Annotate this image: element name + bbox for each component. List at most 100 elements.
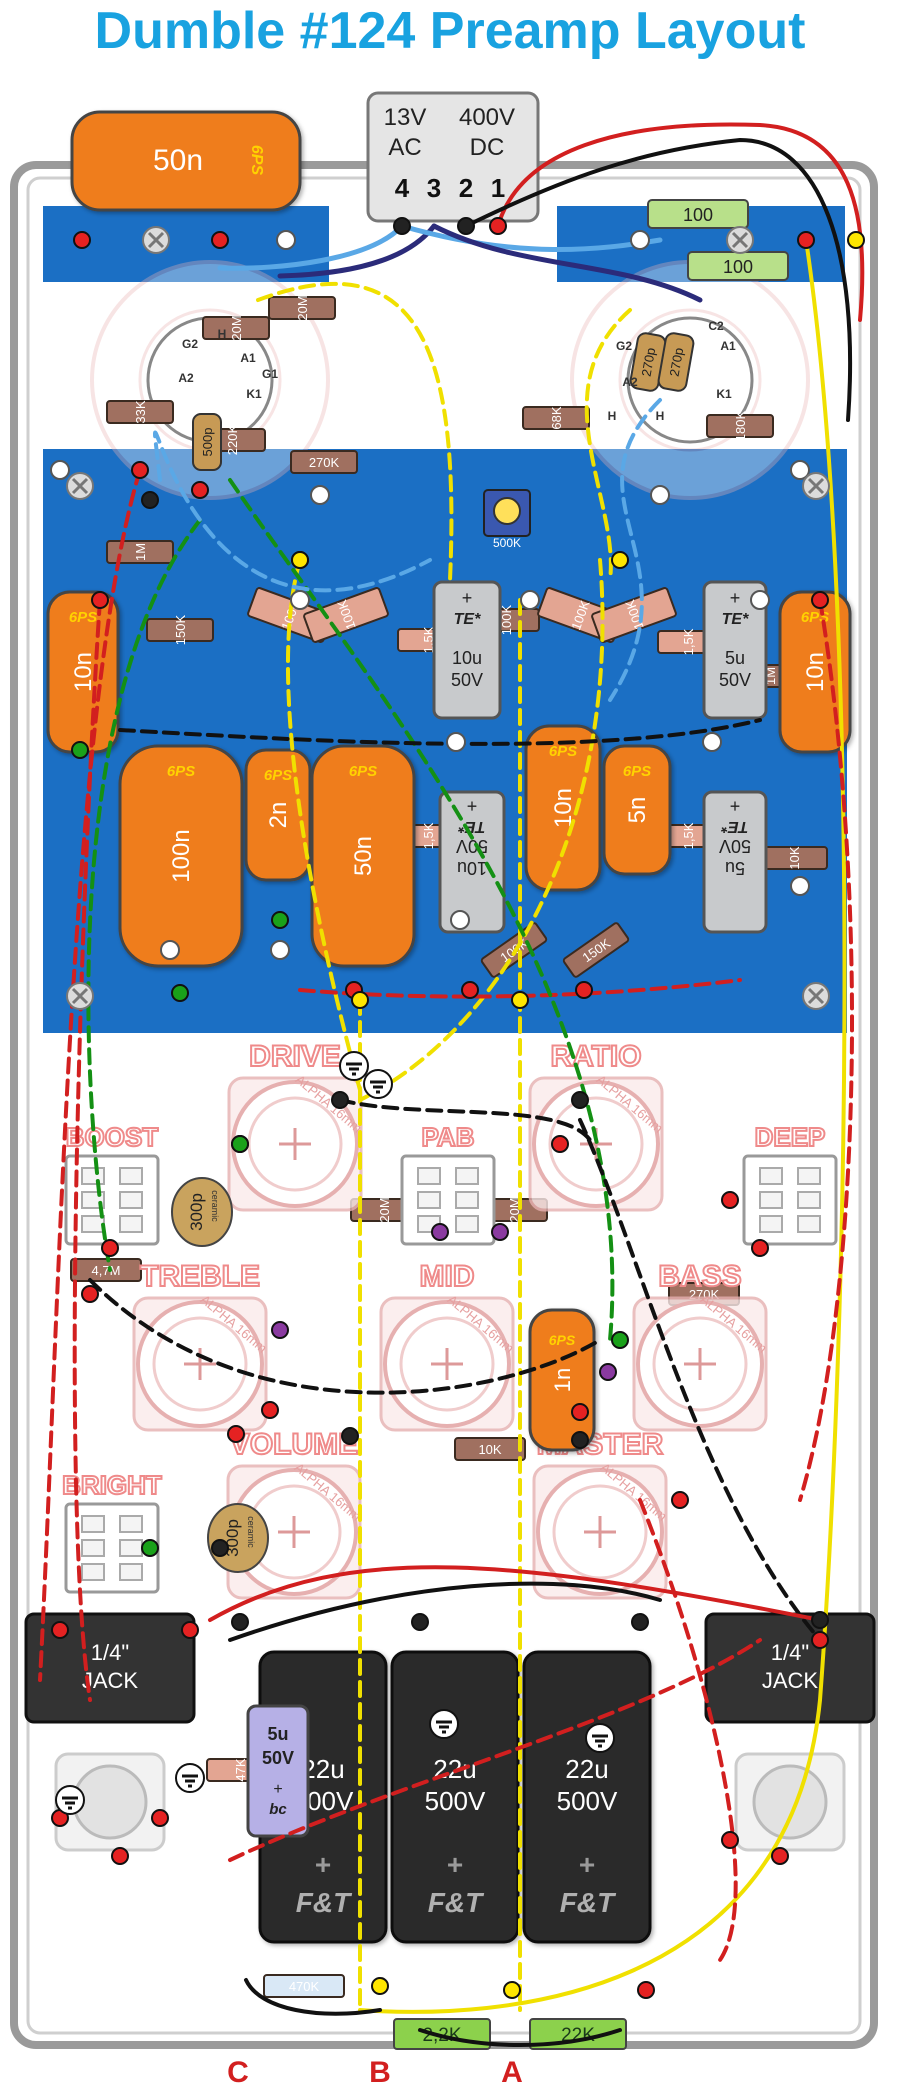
power-label-400v: 400V <box>459 104 515 131</box>
res-4m7-label: 4,7M <box>92 1263 121 1278</box>
tube-pin-label: K1 <box>716 387 732 401</box>
electro-5u-top-cap: 5u <box>725 648 745 668</box>
solder-point <box>797 231 815 249</box>
electro-10u-top-volt: 50V <box>451 670 483 690</box>
wire <box>638 1498 738 1962</box>
cap-1n-brand: 6PS <box>549 1332 576 1348</box>
pot-ratio-label: RATIO <box>550 1040 641 1073</box>
electro-5u-top-volt: 50V <box>719 670 751 690</box>
wire <box>228 1638 762 1862</box>
power-pin-3: 3 <box>427 173 441 203</box>
ground-icon <box>55 1785 85 1815</box>
res-100-a-label: 100 <box>683 205 713 225</box>
solder-point <box>671 1491 689 1509</box>
tube-pin-label: A2 <box>178 371 194 385</box>
wire <box>798 598 854 1502</box>
solder-point <box>81 1285 99 1303</box>
solder-point <box>111 1847 129 1865</box>
cap-270p-b-label: 270p <box>667 347 687 378</box>
wire <box>208 1565 822 1622</box>
solder-point <box>271 1321 289 1339</box>
res-1k5-a-label: 1,5K <box>421 626 436 653</box>
cap-50n-value: 50n <box>350 836 377 876</box>
res-150k-label: 150K <box>173 614 188 645</box>
cap-1n-value: 1n <box>550 1368 575 1392</box>
cap-10n-left-brand: 6PS <box>69 609 97 626</box>
jack-input-word: JACK <box>82 1668 139 1693</box>
cap-5u-bc-plus: + <box>273 1781 282 1798</box>
tube-pin-label: A1 <box>720 339 736 353</box>
switch-pab-label: PAB <box>422 1122 475 1152</box>
res-180k: 180K <box>706 410 774 441</box>
screw <box>66 472 94 500</box>
solder-point <box>261 1401 279 1419</box>
cap-500p-label: 500p <box>200 428 215 457</box>
eyelet <box>630 230 650 250</box>
electro-5u-bottom-brand: TE* <box>721 818 748 835</box>
cap-10n-left: 6PS 10n <box>46 590 120 754</box>
jack-output: 1/4"JACK <box>704 1612 876 1852</box>
output-label-b: B <box>369 2056 391 2088</box>
res-20m-a-label: 20M <box>229 315 244 340</box>
filter-cap-3-volt: 500V <box>557 1786 618 1816</box>
solder-point <box>461 981 479 999</box>
switch-deep-label: DEEP <box>755 1122 826 1152</box>
res-470k: 470K <box>263 1974 345 1998</box>
res-20m-a: 20M <box>202 315 270 341</box>
solder-point <box>71 741 89 759</box>
solder-point <box>411 1613 429 1631</box>
solder-point <box>721 1191 739 1209</box>
electro-10u-bottom-brand: TE* <box>458 818 485 835</box>
res-20m-b-label: 20M <box>295 295 310 320</box>
res-100-b-label: 100 <box>723 257 753 277</box>
output-label-a: A <box>501 2056 523 2088</box>
solder-point <box>73 231 91 249</box>
cap-5n-brand: 6PS <box>623 763 651 780</box>
wire <box>217 223 405 271</box>
switch-deep: DEEP <box>742 1121 838 1246</box>
power-pin-1: 1 <box>491 173 505 203</box>
electro-5u-top-brand: TE* <box>722 611 749 628</box>
solder-point <box>101 1239 119 1257</box>
wire <box>38 468 142 1682</box>
solder-point <box>371 1977 389 1995</box>
solder-point <box>431 1223 449 1241</box>
res-220k-label: 220K <box>225 424 240 455</box>
jack-input: 1/4"JACK <box>24 1612 196 1852</box>
wire <box>608 398 662 702</box>
eyelet <box>650 485 670 505</box>
filter-cap-2-plus: + <box>447 1849 463 1880</box>
wire <box>358 238 847 2014</box>
solder-point <box>131 461 149 479</box>
electro-10u-top-plus: + <box>462 588 473 608</box>
res-1k5-b-label: 1,5K <box>681 628 696 655</box>
solder-point <box>231 1135 249 1153</box>
diagram-title: Dumble #124 Preamp Layout <box>95 2 806 60</box>
power-label-13v: 13V <box>384 104 427 131</box>
eyelet <box>790 876 810 896</box>
wire <box>153 430 432 593</box>
wire <box>464 137 853 422</box>
solder-point <box>181 1621 199 1639</box>
filter-cap-1-brand: F&T <box>296 1887 353 1918</box>
cap-10n-left-value: 10n <box>70 652 97 692</box>
solder-point <box>51 1621 69 1639</box>
res-1m-a-label: 1M <box>133 543 148 561</box>
solder-point <box>351 991 369 1009</box>
res-10k-b: 10K <box>454 1437 526 1461</box>
power-label-ac: AC <box>388 134 421 161</box>
res-33k-label: 33K <box>133 400 148 423</box>
cap-270p-b: 270p <box>657 332 695 392</box>
cap-10n-right-value: 10n <box>802 652 829 692</box>
solder-point <box>151 1809 169 1827</box>
res-150k: 150K <box>146 614 214 645</box>
tube-pin-label: K1 <box>246 387 262 401</box>
wire <box>358 558 605 1102</box>
res-1m-a: 1M <box>106 540 174 564</box>
